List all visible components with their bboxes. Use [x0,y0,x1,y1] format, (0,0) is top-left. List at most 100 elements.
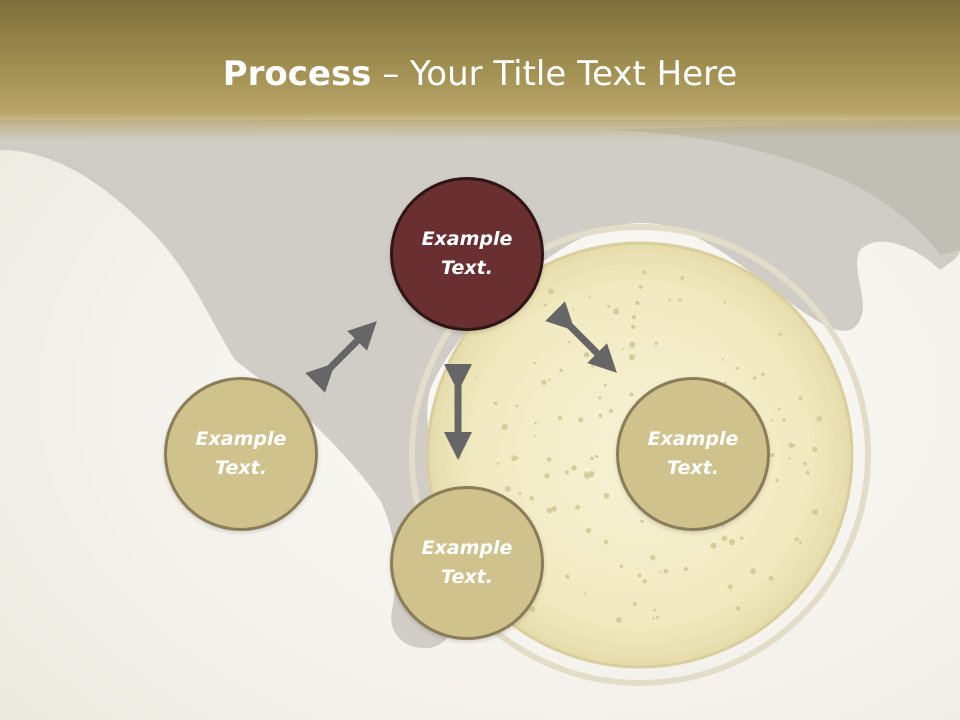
node-text-line2: Text. [441,566,493,588]
colony-dot [511,455,516,460]
colony-dot [629,392,634,397]
colony-dot [501,423,508,431]
colony-dot [770,453,775,458]
colony-dot [629,341,636,348]
colony-dot [816,415,823,422]
colony-dot [642,579,647,584]
colony-dot [770,419,773,422]
title-rest: – Your Title Text Here [371,54,738,94]
colony-dot [668,298,672,302]
colony-dot [653,608,656,612]
colony-dot [547,288,554,295]
colony-dot [603,492,610,499]
colony-dot [640,519,644,524]
colony-dot [761,372,765,377]
colony-dot [727,584,733,590]
colony-dot [652,616,655,620]
colony-dot [504,485,511,492]
colony-dot [544,473,550,479]
colony-dot [635,300,640,306]
colony-dot [792,444,796,448]
colony-dot [565,574,570,579]
colony-dot [595,455,599,459]
colony-dot [778,332,783,337]
title-bar [0,0,960,140]
node-text-line1: Example [421,228,513,250]
colony-dot [812,446,818,452]
process-node-bottom[interactable]: Example Text. [390,486,544,640]
colony-dot [564,470,569,475]
colony-dot [541,379,547,386]
colony-dot [546,507,553,514]
colony-dot [721,535,728,542]
process-node-left[interactable]: Example Text. [164,377,318,531]
colony-dot [584,592,587,595]
colony-dot [683,566,689,572]
colony-dot [534,421,537,425]
colony-dot [752,376,757,381]
colony-dot [533,435,537,438]
colony-dot [710,542,717,549]
node-text-line1: Example [195,428,287,450]
colony-dot [557,415,563,421]
colony-dot [678,298,682,302]
colony-dot [680,276,685,281]
colony-dot [735,606,741,611]
colony-dot [571,465,577,471]
node-text-line2: Text. [215,457,267,479]
node-text-line1: Example [647,428,739,450]
colony-dot [515,456,519,460]
colony-dot [750,568,756,575]
colony-dot [629,354,636,361]
node-text-line2: Text. [667,457,719,479]
colony-dot [588,295,591,298]
colony-dot [609,408,614,414]
colony-dot [615,617,622,623]
colony-dot [631,314,637,320]
colony-dot [803,461,807,466]
colony-dot [775,478,779,482]
double-arrow-icon [545,301,617,373]
colony-dot [798,396,803,401]
colony-dot [650,554,656,561]
colony-dot [782,417,786,422]
colony-dot [632,601,637,606]
colony-dot [578,417,584,423]
colony-dot [622,347,625,350]
colony-dot [805,470,810,475]
colony-dot [585,528,592,534]
colony-dot [588,470,595,478]
slide-title: Process – Your Title Text Here [0,52,960,96]
colony-dot [735,366,739,370]
colony-dot [598,413,603,418]
colony-dot [788,442,794,449]
colony-dot [794,537,800,542]
process-node-top[interactable]: Example Text. [390,177,544,331]
colony-dot [518,491,522,495]
colony-dot [529,606,536,612]
colony-dot [637,573,642,578]
colony-dot [728,539,735,546]
colony-dot [811,508,819,516]
colony-dot [529,496,534,501]
colony-dot [723,301,727,304]
colony-dot [777,407,781,411]
colony-dot [590,456,594,461]
colony-dot [798,541,802,545]
double-arrow-icon [305,321,377,393]
colony-dot [533,362,536,365]
node-text-line1: Example [421,537,513,559]
node-text-line2: Text. [441,257,493,279]
colony-dot [658,570,661,574]
colony-dot [788,457,791,460]
colony-dot [515,404,519,408]
colony-dot [546,457,552,462]
colony-dot [603,383,607,387]
process-node-right[interactable]: Example Text. [616,377,770,531]
colony-dot [474,376,477,379]
colony-dot [642,270,647,275]
colony-dot [654,341,658,346]
colony-dot [575,504,580,510]
